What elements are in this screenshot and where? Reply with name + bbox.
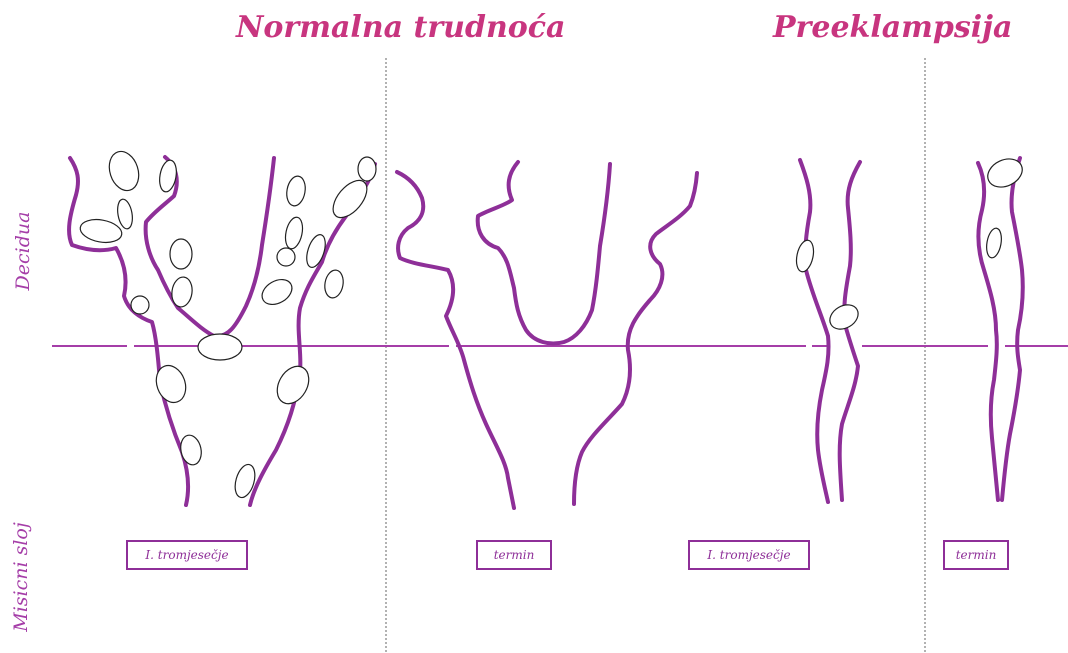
vessel-normal-term: [395, 160, 699, 510]
vessel-preeclampsia-term: [976, 156, 1025, 502]
vessel-preeclampsia-first-trimester: [795, 158, 862, 504]
stage-label-normal-first-trimester: I. tromjesečje: [126, 540, 248, 570]
heading-normal-pregnancy: Normalna trudnoća: [236, 10, 566, 45]
heading-preeclampsia: Preeklampsija: [773, 10, 1013, 45]
label-muscle-layer: Misicni sloj: [10, 522, 32, 632]
stage-label-normal-term: termin: [476, 540, 552, 570]
stage-label-preeclampsia-term: termin: [943, 540, 1009, 570]
label-decidua: Decidua: [12, 211, 34, 291]
stage-label-preeclampsia-first-trimester: I. tromjesečje: [688, 540, 810, 570]
vessel-normal-first-trimester: [67, 150, 377, 507]
